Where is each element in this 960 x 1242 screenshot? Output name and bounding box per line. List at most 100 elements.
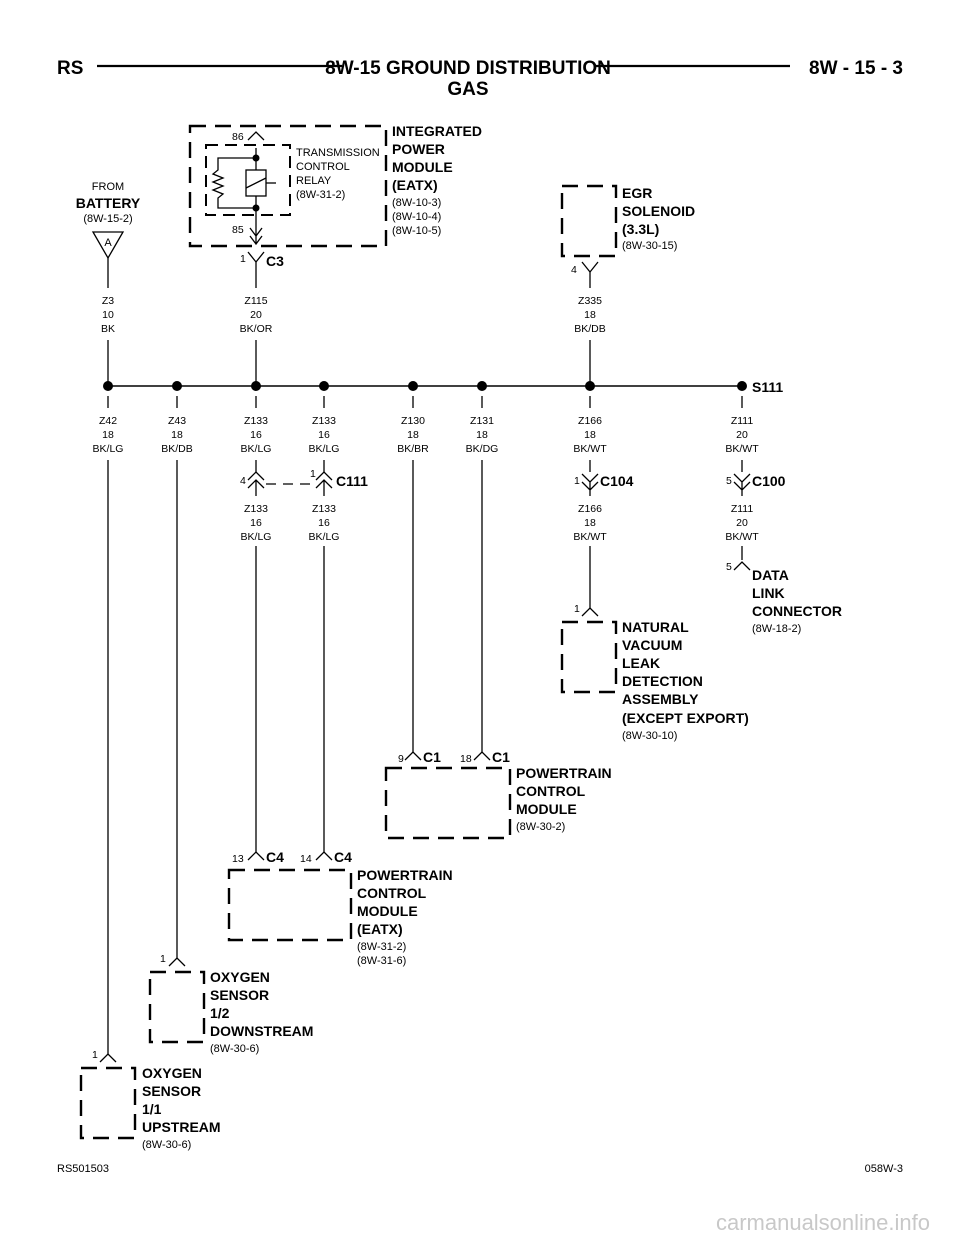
pcm-label-2: CONTROL bbox=[516, 783, 586, 799]
tcm-c4-label-a: C4 bbox=[266, 849, 284, 865]
wire-z133b-gauge: 16 bbox=[318, 429, 330, 441]
wire-z335-color: BK/DB bbox=[574, 323, 606, 335]
nvld-label-1: NATURAL bbox=[622, 619, 689, 635]
wire-z111-color: BK/WT bbox=[725, 443, 759, 455]
tcm-ref-1: (8W-31-2) bbox=[357, 941, 406, 953]
pcm-c1-label-a: C1 bbox=[423, 749, 441, 765]
wire-z335-gauge: 18 bbox=[584, 309, 596, 321]
o2-down-pin: 1 bbox=[160, 953, 166, 965]
wire-z166-id: Z166 bbox=[578, 415, 602, 427]
battery-marker-letter: A bbox=[104, 237, 112, 249]
relay-pin-86-symbol bbox=[247, 131, 265, 141]
battery-ref: (8W-15-2) bbox=[83, 213, 132, 225]
wire-z166-gauge: 18 bbox=[584, 429, 596, 441]
wire-z130-id: Z130 bbox=[401, 415, 425, 427]
egr-pin-symbol bbox=[581, 261, 599, 274]
c104-label: C104 bbox=[600, 473, 634, 489]
splice-nodes bbox=[103, 381, 747, 391]
pcm-c1-label-b: C1 bbox=[492, 749, 510, 765]
pcm-c1-pin18-symbol bbox=[473, 751, 491, 761]
c111-label: C111 bbox=[336, 473, 368, 489]
ipm-label-4: (EATX) bbox=[392, 177, 438, 193]
dlc-label-2: LINK bbox=[752, 585, 785, 601]
wire-z115-color: BK/OR bbox=[240, 323, 273, 335]
wire-z130-color: BK/BR bbox=[397, 443, 429, 455]
nvld-outline bbox=[560, 620, 618, 694]
c100-symbol bbox=[733, 473, 751, 496]
wire-z133b-id: Z133 bbox=[312, 415, 336, 427]
page-title: 8W-15 GROUND DISTRIBUTION bbox=[325, 58, 611, 79]
pcm-ref: (8W-30-2) bbox=[516, 821, 565, 833]
egr-label-3: (3.3L) bbox=[622, 221, 659, 237]
relay-label-3: RELAY bbox=[296, 175, 332, 187]
wire-z133d-gauge: 16 bbox=[318, 517, 330, 529]
wire-z133b-color: BK/LG bbox=[309, 443, 340, 455]
wire-z131-gauge: 18 bbox=[476, 429, 488, 441]
wire-z133c-gauge: 16 bbox=[250, 517, 262, 529]
tcm-label-1: POWERTRAIN bbox=[357, 867, 453, 883]
c100-pin: 5 bbox=[726, 475, 732, 487]
wire-z3-color: BK bbox=[101, 323, 115, 335]
wire-z166b-color: BK/WT bbox=[573, 531, 607, 543]
battery-marker-triangle bbox=[91, 231, 125, 260]
battery-from: FROM bbox=[92, 181, 124, 193]
relay-label-2: CONTROL bbox=[296, 161, 350, 173]
wire-z133a-color: BK/LG bbox=[241, 443, 272, 455]
wire-z111-gauge: 20 bbox=[736, 429, 748, 441]
o2-up-label-4: UPSTREAM bbox=[142, 1119, 221, 1135]
tcm-c4-pin13-symbol bbox=[247, 851, 265, 861]
egr-label-1: EGR bbox=[622, 185, 652, 201]
relay-outline bbox=[205, 144, 291, 216]
pcm-outline bbox=[384, 766, 512, 840]
nvld-label-3: LEAK bbox=[622, 655, 660, 671]
wire-z115-gauge: 20 bbox=[250, 309, 262, 321]
ipm-outline bbox=[188, 124, 388, 248]
bus-stubs bbox=[107, 396, 743, 408]
c111-pin1-symbol bbox=[315, 471, 333, 496]
wire-z130-gauge: 18 bbox=[407, 429, 419, 441]
egr-outline bbox=[560, 184, 618, 258]
wire-z3-id: Z3 bbox=[102, 295, 114, 307]
relay-pin-85-symbol bbox=[249, 218, 263, 246]
wire-z133a-gauge: 16 bbox=[250, 429, 262, 441]
relay-pin-85: 85 bbox=[232, 224, 244, 236]
dlc-label-3: CONNECTOR bbox=[752, 603, 842, 619]
wire-z131-color: BK/DG bbox=[466, 443, 499, 455]
wire-z166b-gauge: 18 bbox=[584, 517, 596, 529]
wire-z42-id: Z42 bbox=[99, 415, 117, 427]
wire-z111b-id: Z111 bbox=[731, 503, 754, 515]
ipm-ref-2: (8W-10-4) bbox=[392, 211, 441, 223]
tcm-c4-pin14-symbol bbox=[315, 851, 333, 861]
dlc-pin-symbol bbox=[733, 561, 751, 571]
battery-name: BATTERY bbox=[76, 195, 141, 211]
lower-wire-labels: Z42 18 BK/LG Z43 18 BK/DB Z133 16 BK/LG … bbox=[93, 415, 760, 455]
relay-coil-symbol bbox=[211, 148, 276, 218]
watermark: carmanualsonline.info bbox=[716, 1210, 930, 1235]
c104-symbol bbox=[581, 473, 599, 496]
wire-z166b-id: Z166 bbox=[578, 503, 602, 515]
wire-z42-gauge: 18 bbox=[102, 429, 114, 441]
c111-pin4-symbol bbox=[247, 471, 265, 496]
pcm-label-3: MODULE bbox=[516, 801, 577, 817]
wire-z111b-color: BK/WT bbox=[725, 531, 759, 543]
nvld-label-4: DETECTION bbox=[622, 673, 703, 689]
wire-z133d-color: BK/LG bbox=[309, 531, 340, 543]
tcm-c4-label-b: C4 bbox=[334, 849, 352, 865]
c100-label: C100 bbox=[752, 473, 786, 489]
pcm-c1-pin18: 18 bbox=[460, 753, 472, 765]
ipm-ref-3: (8W-10-5) bbox=[392, 225, 441, 237]
wire-z335-id: Z335 bbox=[578, 295, 602, 307]
o2-down-outline bbox=[148, 970, 206, 1044]
relay-label-4: (8W-31-2) bbox=[296, 189, 345, 201]
o2-down-label-1: OXYGEN bbox=[210, 969, 270, 985]
footer-right-code: 058W-3 bbox=[865, 1163, 903, 1175]
pcm-c1-pin9: 9 bbox=[398, 753, 404, 765]
wire-z43-color: BK/DB bbox=[161, 443, 193, 455]
tcm-label-3: MODULE bbox=[357, 903, 418, 919]
wire-z166-color: BK/WT bbox=[573, 443, 607, 455]
ipm-label-2: POWER bbox=[392, 141, 445, 157]
nvld-label-5: ASSEMBLY bbox=[622, 691, 699, 707]
ipm-ref-1: (8W-10-3) bbox=[392, 197, 441, 209]
pcm-label-1: POWERTRAIN bbox=[516, 765, 612, 781]
